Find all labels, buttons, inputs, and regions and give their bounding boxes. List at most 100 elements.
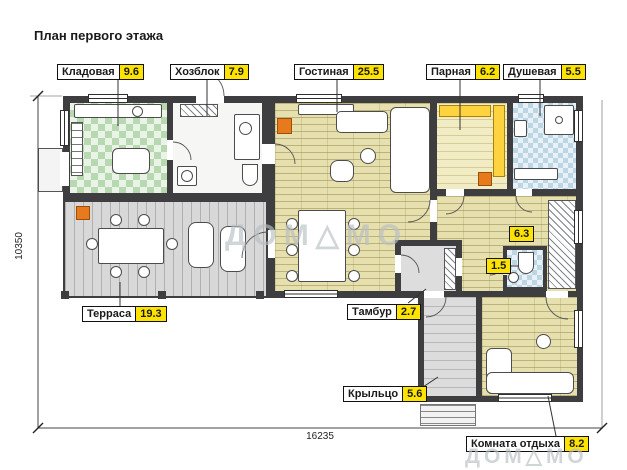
lounge-chair xyxy=(188,222,214,268)
room-area: 5.6 xyxy=(402,386,428,402)
dining-chair xyxy=(286,218,298,230)
room-storage xyxy=(70,103,167,193)
room-name: Хозблок xyxy=(170,64,225,80)
room-porch xyxy=(424,297,476,396)
terrace-table xyxy=(98,228,164,264)
sofa-small xyxy=(336,111,388,133)
door-opening xyxy=(430,200,437,222)
label-sauna: Парная 6.2 xyxy=(426,64,501,80)
label-wc: 1.5 xyxy=(486,258,512,274)
dimension-height: 10350 xyxy=(14,232,25,260)
room-area: 6.3 xyxy=(509,226,535,242)
terrace-chair xyxy=(110,266,122,278)
terrace-chair xyxy=(166,238,178,250)
room-area: 5.5 xyxy=(560,64,586,80)
room-name: Крыльцо xyxy=(343,386,404,402)
sink xyxy=(239,122,252,135)
door-opening xyxy=(456,258,462,276)
door-opening xyxy=(516,189,532,196)
room-name: Парная xyxy=(426,64,476,80)
sauna-heater xyxy=(478,172,492,186)
room-area: 25.5 xyxy=(352,64,385,80)
room-area: 1.5 xyxy=(486,258,512,274)
room-name: Комната отдыха xyxy=(466,436,566,452)
rest-sofa xyxy=(486,372,574,394)
dining-table xyxy=(298,210,346,282)
door-opening xyxy=(167,140,173,160)
room-name: Терраса xyxy=(82,306,137,322)
room-area: 7.9 xyxy=(223,64,249,80)
armchair xyxy=(330,160,354,182)
sofa-large xyxy=(390,107,430,193)
dining-chair xyxy=(348,270,360,282)
sideboard xyxy=(298,104,354,115)
storage-shelf xyxy=(71,122,83,176)
shower-bench xyxy=(514,168,558,180)
sink xyxy=(132,106,143,117)
storage-table xyxy=(112,148,150,174)
toilet xyxy=(518,252,534,274)
room-name: Тамбур xyxy=(347,304,397,320)
window xyxy=(296,94,342,103)
page-title: План первого этажа xyxy=(34,28,164,43)
door-opening xyxy=(395,255,401,273)
label-rest-room: Комната отдыха 8.2 xyxy=(466,436,590,452)
room-name: Кладовая xyxy=(57,64,120,80)
terrace-post xyxy=(158,291,166,299)
window xyxy=(518,94,544,103)
label-hallway: 6.3 xyxy=(509,226,535,242)
room-name: Душевая xyxy=(503,64,562,80)
terrace-chair xyxy=(86,238,98,250)
washbasin xyxy=(514,120,527,137)
toilet xyxy=(242,164,258,186)
side-table xyxy=(536,334,551,349)
dimension-width: 16235 xyxy=(306,431,334,442)
label-porch: Крыльцо 5.6 xyxy=(343,386,428,402)
label-living: Гостиная 25.5 xyxy=(294,64,385,80)
wardrobe xyxy=(548,200,576,289)
terrace-chair xyxy=(138,214,150,226)
window xyxy=(574,210,583,244)
label-storage: Кладовая 9.6 xyxy=(57,64,144,80)
utility-counter xyxy=(234,114,260,160)
label-utility: Хозблок 7.9 xyxy=(170,64,249,80)
porch-steps xyxy=(420,404,476,426)
room-area: 8.2 xyxy=(564,436,590,452)
door-opening xyxy=(446,189,464,196)
label-vestibule: Тамбур 2.7 xyxy=(347,304,422,320)
door-opening xyxy=(262,144,275,164)
room-area: 2.7 xyxy=(395,304,422,320)
sauna-bench xyxy=(439,105,491,117)
dining-chair xyxy=(286,244,298,256)
small-sink xyxy=(508,272,519,283)
window xyxy=(574,110,583,142)
door-opening xyxy=(196,94,224,103)
terrace-chair xyxy=(110,214,122,226)
dining-chair xyxy=(286,270,298,282)
utility-shelving xyxy=(180,104,218,117)
dining-chair xyxy=(348,244,360,256)
storage-counter xyxy=(74,104,162,118)
lounge-chair xyxy=(220,226,246,272)
room-terrace xyxy=(63,200,268,298)
grill xyxy=(76,206,90,220)
label-shower: Душевая 5.5 xyxy=(503,64,586,80)
room-area: 19.3 xyxy=(135,306,167,322)
window xyxy=(88,94,128,103)
vestibule-closet xyxy=(444,248,456,290)
terrace-post xyxy=(256,291,264,299)
stove-fireplace xyxy=(277,118,292,134)
coffee-table xyxy=(360,148,376,164)
window xyxy=(498,394,552,402)
room-area: 6.2 xyxy=(474,64,501,80)
door-opening xyxy=(546,291,568,298)
label-terrace: Терраса 19.3 xyxy=(82,306,167,322)
room-area: 9.6 xyxy=(118,64,144,80)
door-opening xyxy=(268,230,275,258)
sauna-bench xyxy=(493,105,505,177)
dining-chair xyxy=(348,218,360,230)
window xyxy=(574,310,583,348)
washing-machine-door xyxy=(181,170,193,182)
side-entrance-step xyxy=(38,148,63,192)
